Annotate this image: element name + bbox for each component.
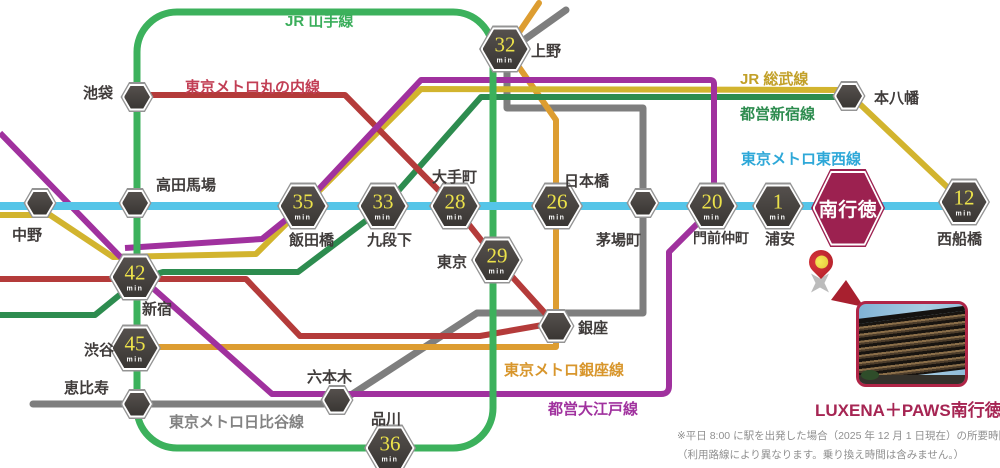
minutes-unit: min: [374, 214, 392, 222]
station-label-shinagawa: 品川: [371, 411, 402, 428]
station-label-takadanobaba: 高田馬場: [156, 177, 217, 194]
line-label-ginza: 東京メトロ銀座線: [504, 362, 625, 379]
station-label-shinjuku: 新宿: [142, 301, 173, 318]
line-label-sobu: JR 総武線: [740, 71, 809, 88]
minutes-value: 20: [701, 189, 723, 214]
sparkle-icon: [811, 273, 829, 293]
station-label-shibuya: 渋谷: [84, 342, 115, 359]
photo-ground: [859, 375, 965, 384]
minutes-value: 1: [772, 189, 784, 214]
station-label-ueno: 上野: [531, 43, 562, 60]
property-name: LUXENA＋PAWS南行徳: [815, 401, 1000, 420]
minutes-value: 29: [486, 243, 508, 268]
station-label-otemachi: 大手町: [432, 169, 478, 186]
line-oedo-loop: [0, 130, 715, 397]
minutes-unit: min: [769, 214, 787, 222]
callout-pointer: [831, 280, 864, 307]
station-label-motoyawata: 本八幡: [874, 90, 920, 107]
station-label-kayabacho: 茅場町: [596, 232, 642, 249]
line-oedo-north: [124, 77, 717, 251]
station-hex-nakano: [23, 188, 57, 218]
minutes-value: 42: [124, 260, 146, 285]
line-label-hibiya: 東京メトロ日比谷線: [169, 414, 305, 431]
line-label-oedo: 都営大江戸線: [548, 401, 639, 418]
station-hex-roppongi: [320, 385, 354, 415]
station-label-ginza: 銀座: [578, 320, 609, 337]
station-hex-ebisu: [120, 389, 154, 419]
minutes-value: 26: [546, 189, 568, 214]
map-pin-dot: [811, 252, 831, 272]
minutes-value: 36: [379, 431, 401, 456]
minutes-value: 35: [292, 189, 314, 214]
station-hex-ikebukuro: [120, 82, 154, 112]
minutes-value: 28: [444, 189, 466, 214]
station-label-monzennakacho: 門前仲町: [693, 230, 749, 246]
minutes-unit: min: [126, 285, 144, 293]
station-label-ebisu: 恵比寿: [64, 380, 110, 397]
station-label-kudanshita: 九段下: [367, 232, 413, 249]
destination-name: 南行徳: [818, 199, 878, 221]
minutes-unit: min: [294, 214, 312, 222]
minutes-unit: min: [126, 356, 144, 364]
station-label-nishifunabashi: 西船橋: [937, 231, 983, 248]
station-hex-ginza: [537, 309, 575, 343]
minutes-unit: min: [703, 214, 721, 222]
station-label-nakano: 中野: [12, 227, 43, 244]
line-label-marunouchi: 東京メトロ丸の内線: [185, 79, 321, 96]
line-toei-shinjuku: [0, 94, 849, 318]
station-label-nihombashi: 日本橋: [564, 173, 610, 190]
minutes-unit: min: [548, 214, 566, 222]
minutes-unit: min: [446, 214, 464, 222]
minutes-unit: min: [496, 57, 514, 65]
minutes-unit: min: [488, 268, 506, 276]
minutes-value: 32: [494, 32, 516, 57]
line-label-tozai: 東京メトロ東西線: [741, 151, 862, 168]
station-label-iidabashi: 飯田橋: [289, 232, 335, 249]
minutes-unit: min: [381, 456, 399, 464]
line-label-yamanote: JR 山手線: [285, 13, 354, 30]
station-label-urayasu: 浦安: [765, 231, 796, 248]
line-label-toei-shinjuku: 都営新宿線: [740, 106, 816, 123]
station-label-roppongi: 六本木: [307, 369, 353, 386]
station-label-tokyo: 東京: [437, 254, 468, 271]
minutes-unit: min: [955, 210, 973, 218]
minutes-value: 45: [124, 331, 146, 356]
station-hex-kayabacho: [626, 188, 660, 218]
destination-hex-minamigyotoku: 南行徳: [811, 169, 885, 247]
station-hex-takadanobaba: [118, 188, 152, 218]
line-yamanote: [133, 8, 497, 452]
property-photo: [856, 301, 968, 387]
station-hex-motoyawata: [832, 81, 866, 111]
footnote-line-1: ※平日 8:00 に駅を出発した場合（2025 年 12 月 1 日現在）の所要…: [677, 430, 1000, 442]
photo-bush: [861, 370, 879, 380]
minutes-value: 12: [953, 185, 975, 210]
minutes-value: 33: [372, 189, 394, 214]
station-label-ikebukuro: 池袋: [83, 85, 114, 102]
footnote-line-2: （利用路線により異なります。乗り換え時間は含みません。）: [677, 449, 965, 461]
